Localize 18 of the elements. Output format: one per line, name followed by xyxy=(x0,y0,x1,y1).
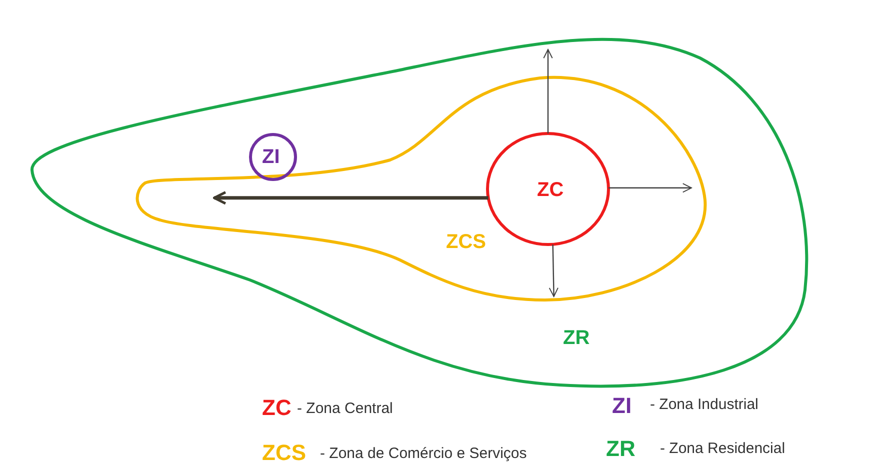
legend-text: - Zona de Comércio e Serviços xyxy=(320,446,527,461)
legend-text: - Zona Residencial xyxy=(660,441,786,456)
legend-key: ZCS xyxy=(262,442,306,464)
zone-label: ZI xyxy=(262,147,280,167)
thick-arrow xyxy=(213,191,488,205)
legend-key: ZC xyxy=(262,397,292,419)
legend-key: ZI xyxy=(612,395,632,417)
zone-label: ZR xyxy=(563,328,590,348)
arrow xyxy=(543,49,553,134)
industrial-zone-circle xyxy=(249,133,297,181)
zone-label: ZC xyxy=(537,180,564,200)
arrow xyxy=(608,183,692,193)
arrow xyxy=(548,244,558,297)
legend-text: - Zona Central xyxy=(297,401,393,416)
central-zone-circle xyxy=(486,132,610,246)
zone-label: ZCS xyxy=(446,232,486,252)
legend-key: ZR xyxy=(606,438,636,460)
legend-text: - Zona Industrial xyxy=(650,397,758,412)
